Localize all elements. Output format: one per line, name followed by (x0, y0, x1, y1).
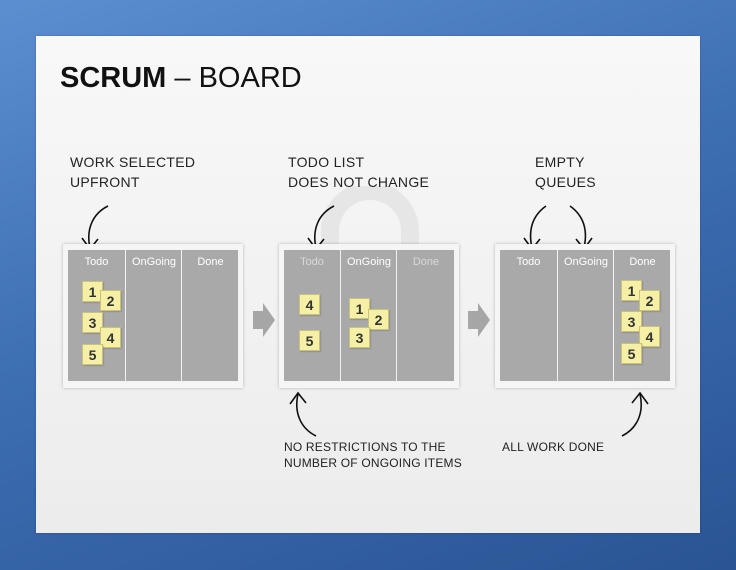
column-header: OnGoing (346, 256, 392, 268)
column-header: Done (629, 256, 656, 268)
curved-arrow-icon (621, 391, 649, 437)
board-3: Todo OnGoing Done 1 2 3 4 5 (495, 244, 675, 388)
column-header: Todo (84, 256, 109, 268)
column-header: OnGoing (563, 256, 609, 268)
caption-todo-list: TODO LIST DOES NOT CHANGE (288, 154, 430, 190)
column-done: Done (396, 250, 455, 381)
sticky-note: 3 (349, 327, 370, 348)
caption-work-selected: WORK SELECTED UPFRONT (70, 154, 196, 190)
sticky-note: 4 (100, 327, 121, 348)
column-header: OnGoing (131, 256, 177, 268)
column-ongoing: OnGoing (125, 250, 182, 381)
sticky-note: 2 (639, 290, 660, 311)
caption-all-work-done: ALL WORK DONE (502, 440, 605, 454)
column-ongoing: OnGoing (340, 250, 397, 381)
column-header: Todo (300, 256, 324, 268)
column-done: Done (181, 250, 239, 381)
sticky-note: 2 (100, 290, 121, 311)
curved-arrow-icon (289, 391, 317, 437)
column-done: Done (613, 250, 671, 381)
sticky-note: 3 (82, 312, 103, 333)
chevron-arrow-icon (468, 303, 490, 337)
column-header: Done (412, 256, 440, 268)
sticky-note: 3 (621, 311, 642, 332)
column-todo: Todo (284, 250, 340, 381)
page-title: SCRUM – BOARD (60, 62, 302, 94)
sticky-note: 1 (349, 298, 370, 319)
sticky-note: 4 (299, 294, 320, 315)
column-todo: Todo (68, 250, 125, 381)
column-header: Todo (516, 256, 541, 268)
board-1: Todo OnGoing Done 1 2 3 4 5 (63, 244, 243, 388)
chevron-arrow-icon (253, 303, 275, 337)
column-header: Done (197, 256, 224, 268)
slide: SCRUM – BOARD WORK SELECTED UPFRONT TODO… (36, 36, 700, 533)
sticky-note: 5 (82, 344, 103, 365)
board-2: Todo OnGoing Done 4 5 1 2 3 (279, 244, 459, 388)
sticky-note: 2 (368, 309, 389, 330)
column-todo: Todo (500, 250, 557, 381)
sticky-note: 5 (621, 343, 642, 364)
caption-no-restrictions: NO RESTRICTIONS TO THE NUMBER OF ONGOING… (284, 440, 462, 470)
sticky-note: 5 (299, 330, 320, 351)
caption-empty-queues: EMPTY QUEUES (535, 154, 596, 190)
sticky-note: 4 (639, 326, 660, 347)
column-ongoing: OnGoing (557, 250, 614, 381)
